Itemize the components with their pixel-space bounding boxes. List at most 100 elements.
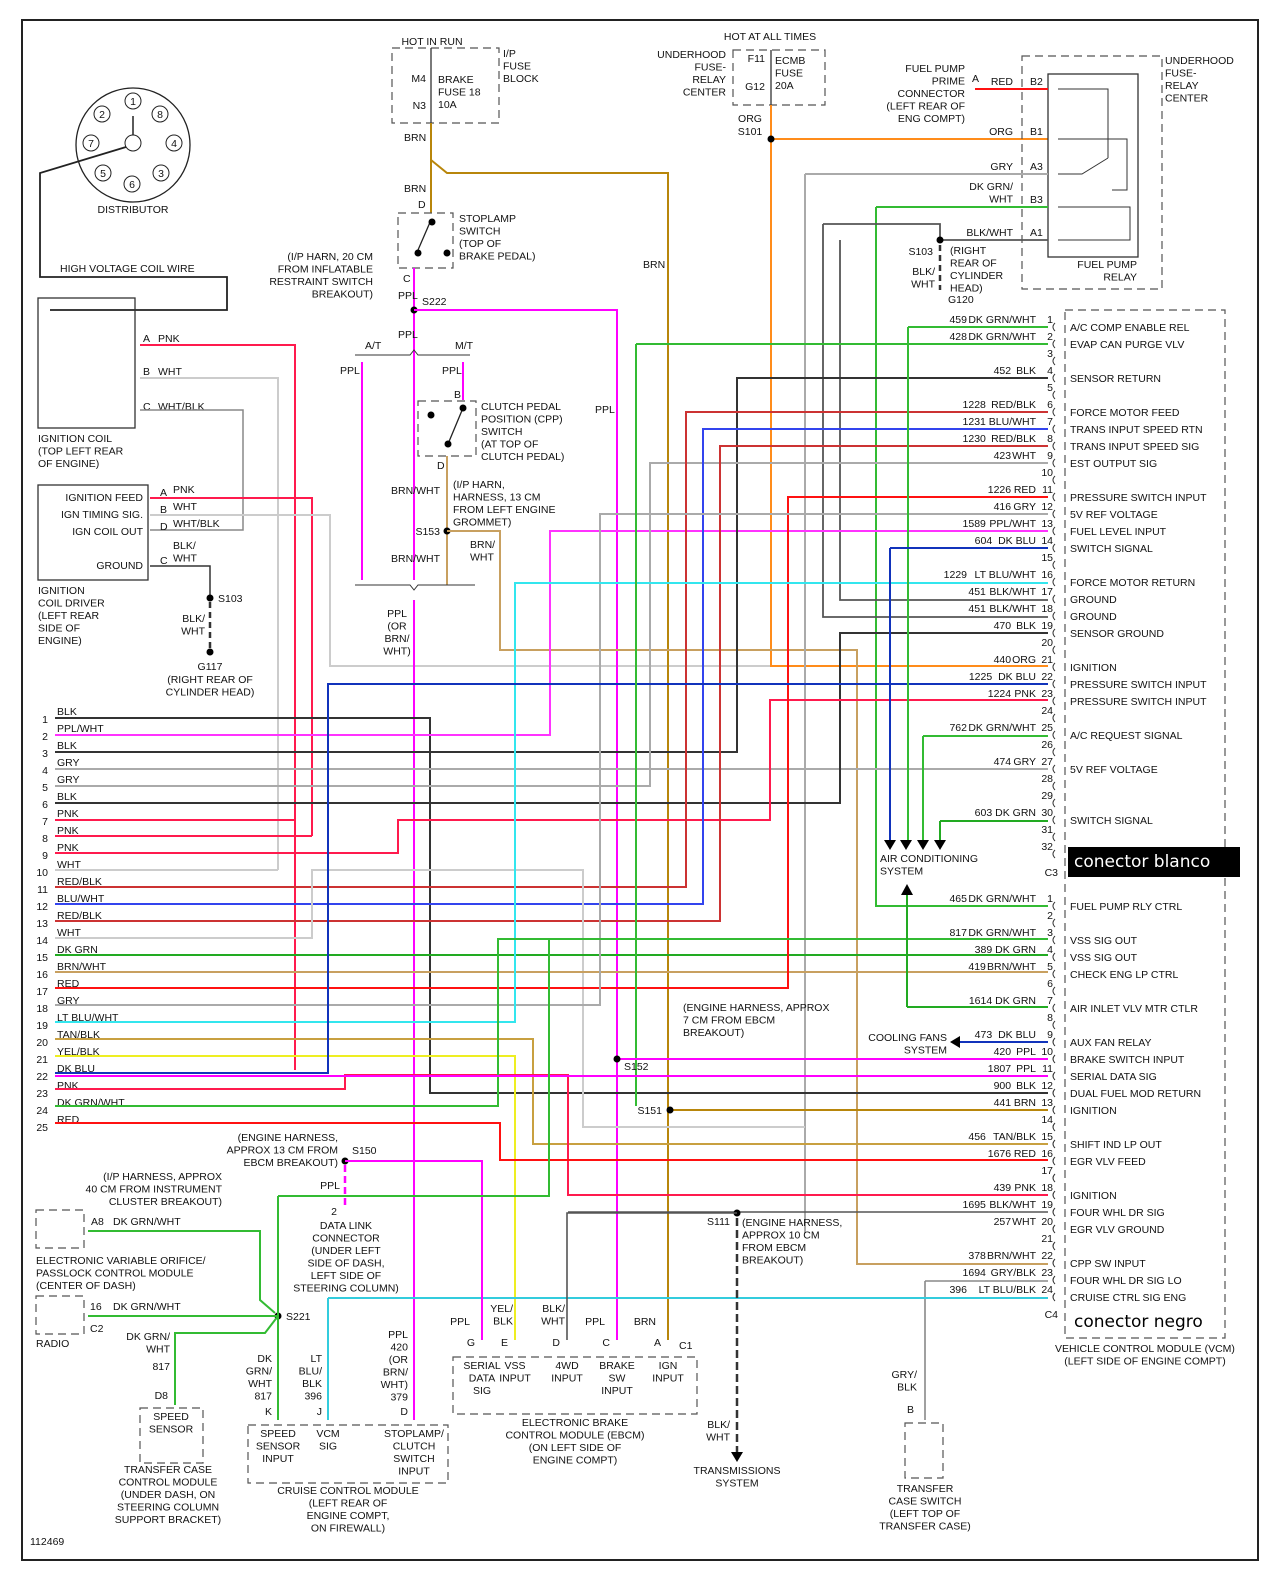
ip-fuse-block-label: I/P — [503, 48, 516, 60]
s153-note: FROM LEFT ENGINE — [453, 504, 555, 516]
vcm-c3-pin: 1 — [1047, 314, 1053, 326]
wire-driver-c-ground — [150, 565, 211, 598]
vcm-c4-circuit: 1807 — [988, 1063, 1012, 1075]
vcm-c4-pin: 17 — [1041, 1165, 1053, 1177]
vcm-c3-pin: 20 — [1041, 637, 1053, 649]
connector-cavity — [1052, 952, 1056, 962]
connector-cavity — [1052, 1122, 1056, 1132]
left-connector-pin: 23 — [36, 1088, 48, 1100]
wire-817 — [278, 939, 550, 1197]
vcm-c3-function: PRESSURE SWITCH INPUT — [1070, 679, 1207, 691]
s153-note: HARNESS, 13 CM — [453, 492, 541, 504]
underhood-fuse-box — [732, 49, 826, 106]
coil-wire-color: WHT/BLK — [158, 401, 205, 413]
cylinder-terminal — [151, 105, 169, 123]
vcm-c3-function: SWITCH SIGNAL — [1070, 543, 1153, 555]
vcm-c4-wire-color: TAN/BLK — [993, 1131, 1036, 1143]
vcm-c3-function: 5V REF VOLTAGE — [1070, 509, 1158, 521]
coil-wire-color: PNK — [158, 333, 180, 345]
left-connector-pin: 18 — [36, 1003, 48, 1015]
left-connector-pin: 12 — [36, 901, 48, 913]
left-connector-wire-color: RED — [57, 1114, 80, 1126]
vcm-c3-function: IGNITION — [1070, 662, 1117, 674]
wire-tan-blk-20 — [55, 1038, 1048, 1145]
wire-color: ORG — [738, 113, 762, 125]
hv-coil-wire-label: HIGH VOLTAGE COIL WIRE — [60, 263, 195, 275]
wire-color: PPL — [595, 404, 615, 416]
left-connector-wire-color: BLK — [57, 740, 77, 752]
driver-pin: A — [160, 487, 167, 499]
left-connector-pin: 7 — [42, 816, 48, 828]
vcm-c4-connector-label: C4 — [1045, 1309, 1059, 1321]
arrow-up-icon — [901, 884, 913, 895]
left-connector-wire-color: WHT — [57, 859, 81, 871]
vcm-c3-wire-color: DK GRN/WHT — [968, 331, 1036, 343]
vcm-label: (LEFT SIDE OF ENGINE COMPT) — [1064, 1356, 1225, 1368]
stoplamp-switch-label: STOPLAMP — [459, 213, 516, 225]
cylinder-terminal — [94, 164, 112, 182]
s221-note: 40 CM FROM INSTRUMENT — [86, 1184, 223, 1196]
vcm-c4-circuit: 257 — [994, 1216, 1012, 1228]
ecmb-fuse-label: ECMB — [775, 55, 805, 67]
wire-color: GRY/ — [892, 1369, 918, 1381]
vcm-c3-pin: 17 — [1041, 586, 1053, 598]
splice-label: S151 — [637, 1105, 662, 1117]
connector-cavity — [1052, 730, 1056, 740]
cooling-fans-label: COOLING FANS — [868, 1032, 947, 1044]
vcm-c4-wire-color: DK GRN — [995, 944, 1036, 956]
wire-gry-18 — [55, 513, 1048, 1006]
ground-location: CYLINDER HEAD) — [166, 687, 255, 699]
left-connector-wire-color: PNK — [57, 842, 79, 854]
vcm-c4-pin: 20 — [1041, 1216, 1053, 1228]
connector-cavity — [1052, 1003, 1056, 1013]
cruise-control-module-box — [247, 1424, 449, 1484]
wire-coil-b-wht — [140, 377, 279, 870]
vcm-c3-pin: 11 — [1042, 484, 1053, 496]
connector-cavity — [1052, 1275, 1056, 1285]
vcm-c4-pin: 23 — [1041, 1267, 1053, 1279]
pin-label: A — [972, 73, 979, 85]
vcm-c4-wire-color: PPL — [1016, 1046, 1036, 1058]
wire-color: WHT — [911, 279, 935, 291]
wire-color: PPL — [320, 1180, 340, 1192]
wire-blk-6 — [55, 632, 1048, 804]
data-link-connector-label: STEERING COLUMN) — [293, 1283, 399, 1295]
vcm-c4-function: DUAL FUEL MOD RETURN — [1070, 1088, 1201, 1100]
vcm-c3-pin: 15 — [1041, 552, 1053, 564]
splice-label: S101 — [738, 126, 763, 138]
vcm-c3-wire-color: BLU/WHT — [989, 416, 1037, 428]
connector-cavity — [1052, 1020, 1056, 1030]
connector-cavity — [1052, 594, 1056, 604]
s222-note: RESTRAINT SWITCH — [269, 276, 373, 288]
vcm-c4-wire-color: PPL — [1016, 1063, 1036, 1075]
ip-fuse-block-label: BLOCK — [503, 73, 539, 85]
cruise-control-module-label: ENGINE COMPT, — [307, 1510, 390, 1522]
splice-label: S222 — [422, 296, 447, 308]
vcm-c3-function: PRESSURE SWITCH INPUT — [1070, 696, 1207, 708]
vcm-c4-circuit: 473 — [975, 1029, 993, 1041]
cpp-switch-label: POSITION (CPP) — [481, 414, 563, 426]
connector-cavity — [1052, 1088, 1056, 1098]
vcm-c3-wire-color: ORG — [1012, 654, 1036, 666]
splice-note: CYLINDER — [950, 270, 1004, 282]
vcm-c4-function: FOUR WHL DR SIG — [1070, 1207, 1165, 1219]
wire-color: DK GRN/ — [126, 1331, 170, 1343]
vcm-c3-function: SWITCH SIGNAL — [1070, 815, 1153, 827]
relay-center-label: UNDERHOOD — [1165, 55, 1234, 67]
wire-dk-blu-22 — [55, 683, 1048, 1074]
connector-cavity — [1052, 1241, 1056, 1251]
vcm-c3-pin: 25 — [1041, 722, 1053, 734]
cpp-switch-label: (AT TOP OF — [481, 439, 538, 451]
left-connector-pin: 2 — [42, 731, 48, 743]
left-connector-wire-color: WHT — [57, 927, 81, 939]
ignition-coil-driver-label: (LEFT REAR — [38, 610, 99, 622]
vcm-c3-pin: 27 — [1041, 756, 1053, 768]
cruise-wire-label: 379 — [390, 1392, 408, 1404]
splice-s101-dot — [767, 135, 775, 143]
connector-cavity — [1052, 356, 1056, 366]
relay-pin: B1 — [1030, 126, 1043, 138]
vcm-c3-wire-color: BLK — [1016, 620, 1036, 632]
wire-color: PPL — [340, 365, 360, 377]
left-connector-wire-color: GRY — [57, 757, 80, 769]
